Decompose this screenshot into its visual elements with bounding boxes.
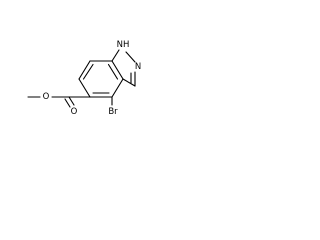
molecule-structure: NH N Br O O bbox=[27, 40, 141, 117]
bond-c7a-n1 bbox=[111, 49, 120, 62]
atom-n2-label: N bbox=[135, 62, 141, 72]
bond-c7a-c3a bbox=[111, 60, 124, 80]
bond-c5-c6 bbox=[78, 78, 91, 98]
structure-canvas: NH N Br O O bbox=[0, 0, 152, 152]
bond-carbonyl-o-double-b bbox=[64, 98, 71, 108]
atom-br-label: Br bbox=[108, 107, 118, 117]
bond-n1-n2 bbox=[125, 51, 136, 63]
bond-c6-c7 bbox=[78, 60, 91, 80]
bond-c6-c7-inner bbox=[82, 63, 94, 80]
atom-o-carbonyl-label: O bbox=[71, 107, 78, 117]
bond-c7a-c3a-inner bbox=[107, 63, 119, 80]
bond-c3-c3a bbox=[122, 78, 136, 87]
atom-n1h-label: NH bbox=[117, 40, 130, 50]
bond-carbonyl-o-double-a bbox=[68, 96, 75, 106]
atom-o-ester-label: O bbox=[43, 92, 50, 102]
bond-c3a-c4 bbox=[111, 78, 124, 98]
